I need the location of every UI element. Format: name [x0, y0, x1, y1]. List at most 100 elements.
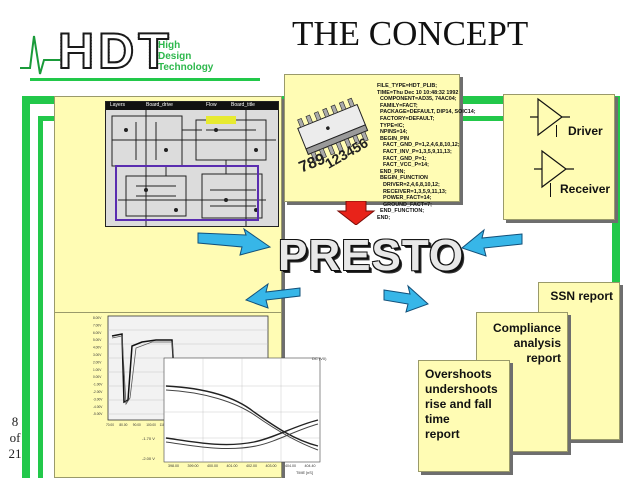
code-line: BEGIN_FUNCTION — [377, 175, 428, 182]
code-line: FILE_TYPE=HDT_PLIB; — [377, 83, 438, 89]
compliance-label-2: analysis — [513, 336, 561, 350]
frame-line-top-short — [30, 78, 260, 81]
code-line: END; — [377, 214, 391, 221]
eye-x-tick: 400.00 — [207, 464, 218, 468]
waveform-y-tick: -4.00V — [93, 405, 103, 409]
overshoots-report-note: Overshoots undershoots rise and fall tim… — [418, 360, 510, 472]
eye-x-tick: 401.00 — [227, 464, 238, 468]
waveform-y-tick: 6.00V — [93, 331, 102, 335]
pcb-label-flow: Flow — [206, 102, 217, 108]
code-line: RECEIVER=1,3,5,9,11,13; — [377, 188, 447, 195]
waveform-x-tick: 100.00 — [146, 423, 156, 427]
waveform-y-tick: 8.00V — [93, 316, 102, 320]
ssn-report-label: SSN report — [550, 289, 613, 303]
code-line: FACTORY=DEFAULT; — [377, 115, 435, 122]
pcb-image: Layers Board_drive Flow Board_title — [105, 101, 279, 227]
ic-chip-icon — [297, 97, 369, 163]
code-line: END_FUNCTION; — [377, 208, 425, 215]
waveform-x-tick: 70.00 — [106, 423, 114, 427]
pcb-layout-panel: Layers Board_drive Flow Board_title — [54, 96, 282, 330]
page-current: 8 — [11, 414, 19, 429]
eye-left-tick-2: -2.00 V — [142, 456, 155, 461]
pcb-traces — [111, 110, 276, 226]
receiver-label: Receiver — [560, 182, 611, 196]
pcb-label-board-drive: Board_drive — [146, 102, 173, 108]
waveform-y-tick: -2.00V — [93, 390, 103, 394]
receiver-connector — [550, 183, 551, 197]
compliance-label-3: report — [526, 351, 561, 365]
waveform-y-tick: 7.00V — [93, 323, 102, 327]
page-of: of — [9, 430, 21, 445]
driver-buffer-icon — [530, 97, 570, 137]
eye-diagram-chart: DC (V0) -1.70 V -2.00 V 398.00 399.00 400.… — [142, 356, 327, 475]
code-line: DRIVER=2,4,6,8,10,12; — [377, 181, 440, 188]
down-arrow-icon — [336, 201, 376, 225]
page-number: 8 of 21 — [4, 414, 26, 462]
frame-line-right — [612, 96, 620, 286]
overshoots-label-1: Overshoots — [425, 367, 492, 381]
code-line: TYPE=IC; — [377, 122, 405, 129]
code-line: FACT_GND_P=1; — [377, 155, 427, 162]
logo-letters: HDT — [57, 22, 173, 80]
logo-line-technology: Technology — [158, 62, 214, 73]
compliance-label-1: Compliance — [492, 321, 561, 335]
waveform-y-tick: 1.00V — [93, 368, 102, 372]
overshoots-label-3: rise and fall — [425, 397, 492, 411]
page-title: THE CONCEPT — [292, 14, 529, 53]
code-line: PACKAGE=DEFAULT, DIP14, SOIC14; — [377, 109, 476, 116]
code-line: NPINS=14; — [377, 129, 408, 136]
arrow-from-driver-icon — [460, 228, 523, 257]
code-line: FACT_VCC_P=14; — [377, 162, 429, 169]
waveform-x-tick: 80.00 — [119, 423, 127, 427]
presto-label: PRESTO — [278, 231, 465, 280]
eye-xlabel: TIME [nS] — [296, 471, 313, 475]
waveform-y-tick: 4.00V — [93, 346, 102, 350]
code-line: BEGIN_PIN — [377, 135, 410, 142]
logo-line-design: Design — [158, 51, 192, 62]
arrow-to-waveform-icon — [244, 282, 301, 309]
code-line: GROUND_FACT=7; — [377, 201, 432, 208]
library-code-block: FILE_TYPE=HDT_PLIB;TIME=Thu Dec 10 10:48… — [377, 83, 476, 221]
eye-x-tick: 404.40 — [305, 464, 316, 468]
waveform-y-tick: 5.00V — [93, 338, 102, 342]
page-total: 21 — [8, 446, 22, 461]
pcb-label-layers: Layers — [110, 102, 126, 108]
logo-line-high: High — [158, 40, 181, 51]
hdt-logo: HDT High Design Technology — [18, 22, 228, 82]
code-line: TIME=Thu Dec 10 10:48:32 1992 — [377, 89, 459, 96]
eye-x-tick: 404.00 — [285, 464, 296, 468]
waveform-x-tick: 90.00 — [133, 423, 141, 427]
pcb-label-board-title: Board_title — [231, 102, 255, 108]
code-line: FACT_INV_P=1,3,5,9,11,13; — [377, 148, 452, 155]
eye-x-tick: 403.00 — [266, 464, 277, 468]
code-line: POWER_FACT=14; — [377, 195, 432, 202]
eye-right-label: DC (V0) — [312, 356, 327, 361]
frame-line-left-inner — [38, 116, 43, 478]
waveform-y-tick: -3.00V — [93, 397, 103, 401]
eye-x-tick: 402.00 — [246, 464, 257, 468]
code-line: FACT_GND_P=1,2,4,6,8,10,12; — [377, 142, 460, 149]
driver-connector — [556, 125, 557, 137]
waveform-y-tick: 0.00V — [93, 375, 102, 379]
driver-label: Driver — [568, 124, 603, 138]
eye-x-tick: 399.00 — [188, 464, 199, 468]
frame-line-left — [22, 96, 30, 478]
eye-x-tick: 398.00 — [168, 464, 179, 468]
waveform-y-tick: 2.00V — [93, 360, 102, 364]
code-line: COMPONENT=AD35, 74AC04; — [377, 96, 457, 103]
waveform-y-tick: 3.00V — [93, 353, 102, 357]
overshoots-label-4: time — [425, 412, 450, 426]
driver-receiver-panel: Driver Receiver — [503, 94, 615, 220]
receiver-buffer-icon — [534, 149, 574, 189]
overshoots-label-5: report — [425, 427, 460, 441]
component-library-panel: 789 123456 FILE_TYPE=HDT_PLIB;TIME=Thu D… — [284, 74, 476, 221]
arrow-to-reports-icon — [383, 284, 429, 313]
pcb-highlight — [115, 165, 259, 221]
eye-left-tick-1: -1.70 V — [142, 436, 155, 441]
logo-waveform-icon — [20, 35, 66, 75]
waveform-y-tick: -1.00V — [93, 383, 103, 387]
code-line: END_PIN; — [377, 168, 406, 175]
waveform-y-tick: -5.00V — [93, 412, 103, 416]
arrow-from-pcb-icon — [197, 227, 272, 256]
